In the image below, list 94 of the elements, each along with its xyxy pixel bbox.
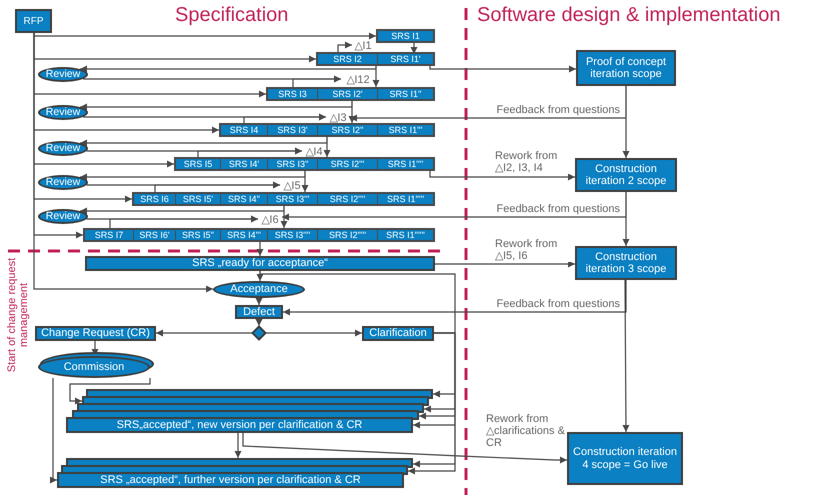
edge-label: Rework from △I5, I6 [495,238,573,262]
version-cell: SRS I4' [221,159,267,169]
arrow [622,280,630,432]
version-cell: SRS I3 [268,89,317,99]
arrow [429,171,575,180]
version-cell: SRS I1' [378,54,433,64]
version-cell: SRS I3''' [268,194,317,204]
arrow [292,76,341,89]
arrow [256,242,264,256]
version-cell: SRS I1''''' [378,194,433,204]
version-cell: SRS I2'' [318,125,377,135]
delta-label: △I6 [258,213,282,225]
arrow [197,148,302,159]
arrow [435,260,575,268]
version-cell: SRS I4 [221,125,267,135]
iteration-box: Construction iteration 4 scope = Go live [567,432,683,485]
arrow [234,433,242,458]
process-box: Defect [235,305,283,319]
arrow [69,378,151,404]
version-strip [132,192,435,206]
arrow [33,33,214,292]
iteration-box: Proof of concept iteration scope [576,50,676,86]
version-cell: SRS I4'' [221,194,267,204]
version-strip [316,52,435,66]
version-cell: SRS I5' [176,194,220,204]
review-ellipse: Review [38,175,88,190]
review-ellipse: Review [38,209,88,224]
arrow [80,206,285,214]
decision-diamond [252,326,266,340]
version-cell: SRS I6' [134,230,175,240]
version-strip [83,228,435,242]
version-cell: SRS I3' [268,125,317,135]
delta-label: △I1 [352,39,374,51]
section-heading: Specification [175,4,290,28]
arrow [33,32,376,40]
review-ellipse: Review [38,67,88,82]
version-cell: SRS I5'' [176,230,220,240]
arrow [50,378,57,484]
delta-label: △I12 [341,73,375,85]
process-ellipse: Acceptance [213,281,305,298]
version-cell: SRS I2'''' [318,194,377,204]
section-note: Start of change request management [6,256,30,374]
review-ellipse: Review [38,105,88,120]
version-cell: SRS I1''' [378,125,433,135]
process-box: SRS„accepted“, new version per clarification & CR [66,417,413,433]
arrow [242,433,567,464]
version-cell: SRS I5 [176,159,220,169]
arrow [622,86,630,158]
arrow [80,101,353,110]
arrow [259,270,456,398]
arrow [243,114,326,125]
version-strip [174,157,435,171]
version-cell: SRS I7 [85,230,133,240]
process-box: SRS „ready for acceptance“ [85,256,435,271]
arrow [80,171,306,180]
iteration-box: Construction iteration 3 scope [575,246,677,280]
process-box: SRS „accepted“, further version per clarification & CR [57,472,404,488]
review-ellipse: Review [38,141,88,156]
arrow [80,137,328,146]
version-cell: SRS I3'' [268,159,317,169]
version-cell: SRS I2''' [318,159,377,169]
arrow [622,192,630,246]
arrow [256,298,262,305]
version-strip [219,123,435,137]
version-cell: SRS I3'''' [268,230,317,240]
delta-label: △I3 [326,111,350,123]
version-cell: SRS I2''''' [318,230,377,240]
arrow [80,66,377,72]
process-box: Clarification [362,326,434,341]
version-cell: SRS I4''' [221,230,267,240]
arrow [283,280,627,316]
version-cell: SRS I1'''' [378,159,433,169]
version-strip [266,87,435,101]
section-heading: Software design & implementation [477,4,782,28]
arrow [154,182,280,194]
arrow [109,216,258,230]
delta-label: △I4 [302,145,326,157]
arrow [337,42,352,54]
version-cell: SRS I1'''''' [378,230,433,240]
arrow [266,330,362,336]
version-cell: SRS I2 [318,54,377,64]
version-cell: SRS I1'' [378,89,433,99]
edge-label: Rework from △clarifications & CR [486,413,566,449]
delta-label: △I5 [280,179,304,191]
version-cell: SRS I6 [134,194,175,204]
iteration-box: Construction iteration 2 scope [575,158,677,192]
arrow [156,330,252,336]
version-cell: SRS I2' [318,89,377,99]
arrow [256,319,262,326]
version-cell: SRS I1 [378,31,433,41]
document-box: RFP [15,9,52,33]
process-box: Change Request (CR) [35,326,156,341]
arrow [256,271,264,281]
arrow [429,66,576,72]
